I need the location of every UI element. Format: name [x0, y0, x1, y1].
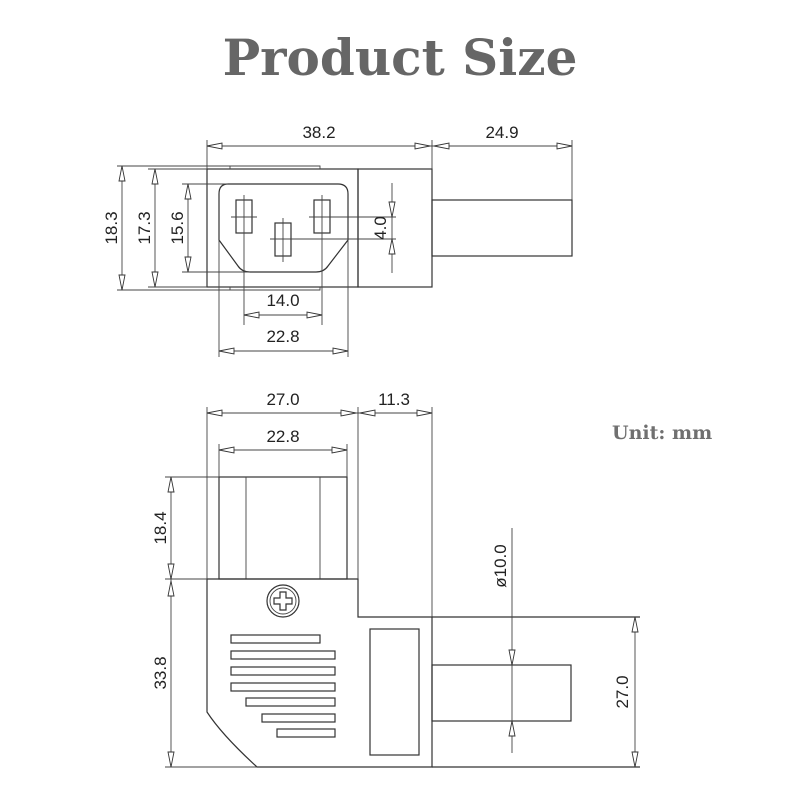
unit-label: Unit: mm — [612, 422, 713, 444]
strain-relief — [369, 628, 420, 756]
screw-icon — [266, 584, 300, 618]
dim-plug-height: 18.4 — [151, 511, 170, 544]
page-title: Product Size — [222, 28, 578, 87]
top-view: 38.2 24.9 18.3 17.3 15.6 4.0 — [102, 123, 573, 357]
vent-slots — [230, 634, 336, 738]
dim-socket-height: 15.6 — [168, 211, 187, 244]
top-lip — [229, 165, 321, 169]
dim-pin-spacing: 14.0 — [266, 291, 299, 310]
dim-strain-relief-height: 27.0 — [613, 675, 632, 708]
dim-cable-offset: 11.3 — [378, 390, 410, 409]
dim-body-height: 17.3 — [135, 211, 154, 244]
dim-pin-offset: 4.0 — [371, 216, 390, 240]
dim-plug-width: 22.8 — [266, 427, 299, 446]
side-cable — [431, 664, 572, 722]
dim-cable-length: 24.9 — [485, 123, 518, 142]
bottom-lip — [229, 287, 321, 291]
socket-outline — [218, 183, 349, 273]
side-body-outline — [206, 578, 433, 768]
dim-cable-diameter: ø10.0 — [491, 544, 510, 587]
dim-body-width: 27.0 — [266, 390, 299, 409]
dim-outer-height: 18.3 — [102, 211, 121, 244]
top-body-outline — [206, 168, 359, 288]
top-right-block — [357, 168, 433, 288]
side-view: 27.0 11.3 22.8 18.4 33.8 ø10.0 — [151, 390, 640, 768]
dim-socket-width: 22.8 — [266, 327, 299, 346]
dim-body-height: 33.8 — [151, 656, 170, 689]
top-cable — [431, 199, 573, 257]
plug-part — [218, 476, 348, 580]
dim-total-width: 38.2 — [302, 123, 335, 142]
